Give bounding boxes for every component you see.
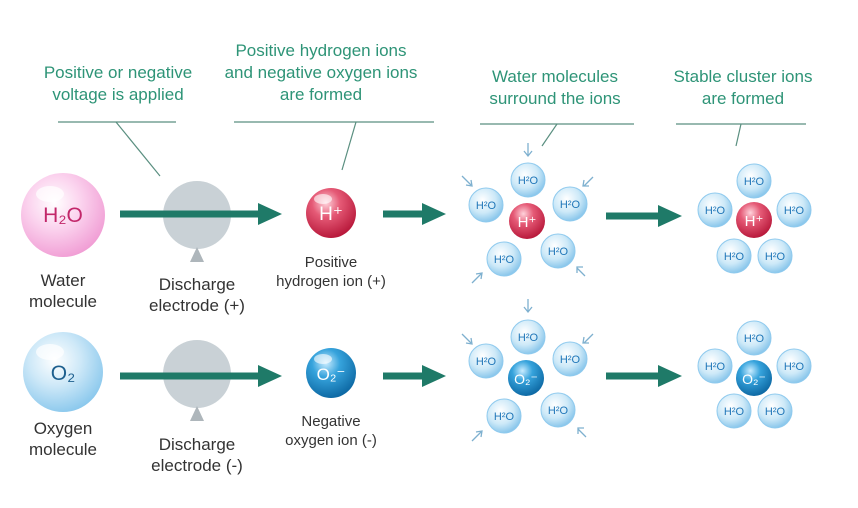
water-bubble: H²O xyxy=(486,398,522,434)
water-bubble: H²O xyxy=(510,162,546,198)
arrow-bottom-3 xyxy=(606,365,682,387)
oxygen-ion: O₂⁻ xyxy=(306,348,356,398)
discharge-electrode-negative-label: Discharge electrode (-) xyxy=(151,435,243,475)
oxygen-ion-cluster: O₂⁻ xyxy=(736,360,772,396)
discharge-electrode-positive-label: Discharge electrode (+) xyxy=(149,275,245,315)
header-step3-line2: surround the ions xyxy=(489,89,621,108)
header-step2-line2: and negative oxygen ions xyxy=(224,63,418,82)
inward-arrows xyxy=(461,299,594,442)
svg-text:H²O: H²O xyxy=(705,361,726,373)
water-bubble: H²O xyxy=(716,238,752,274)
hydrogen-ion-cluster-symbol: H⁺ xyxy=(745,213,764,230)
header-step2: Positive hydrogen ions and negative oxyg… xyxy=(212,40,430,106)
header-step4-line1: Stable cluster ions xyxy=(673,67,813,86)
oxygen-ion-label: Negative oxygen ion (-) xyxy=(285,413,377,449)
oxygen-ion-center: O₂⁻ xyxy=(508,360,544,396)
svg-text:H²O: H²O xyxy=(724,251,745,263)
hydrogen-ion: H⁺ xyxy=(306,188,356,238)
header-step4-line2: are formed xyxy=(701,89,785,108)
hydrogen-ion-center: H⁺ xyxy=(509,203,545,239)
header-step2-line3: are formed xyxy=(279,85,363,104)
svg-text:H²O: H²O xyxy=(744,333,765,345)
water-bubble: H²O xyxy=(468,187,504,223)
oxygen-ion-symbol: O₂⁻ xyxy=(317,365,346,384)
hydrogen-ion-center-symbol: H⁺ xyxy=(518,214,537,231)
oxygen-molecule-label: Oxygen molecule xyxy=(28,419,98,459)
oxygen-ion-cluster-symbol: O₂⁻ xyxy=(742,371,766,387)
header-step1-line2: voltage is applied xyxy=(52,85,184,104)
arrow-bottom-2 xyxy=(383,365,446,387)
water-bubble: H²O xyxy=(486,241,522,277)
svg-text:H²O: H²O xyxy=(705,205,726,217)
water-bubble: H²O xyxy=(552,341,588,377)
water-bubble: H²O xyxy=(697,348,733,384)
svg-text:H²O: H²O xyxy=(724,406,745,418)
water-bubble: H²O xyxy=(716,393,752,429)
header-step2-line1: Positive hydrogen ions xyxy=(235,41,407,60)
header-step1: Positive or negative voltage is applied xyxy=(18,62,218,106)
water-cluster-surround-top: H²O H²O H²O H²O H²O H⁺ xyxy=(461,143,594,284)
water-bubble: H²O xyxy=(540,233,576,269)
svg-text:H²O: H²O xyxy=(784,205,805,217)
water-bubble: H²O xyxy=(468,343,504,379)
water-bubble: H²O xyxy=(757,393,793,429)
discharge-electrode-negative xyxy=(163,340,231,421)
svg-text:H²O: H²O xyxy=(548,246,569,258)
water-bubble: H²O xyxy=(540,392,576,428)
svg-text:H²O: H²O xyxy=(560,354,581,366)
header-step3: Water molecules surround the ions xyxy=(460,66,650,110)
oxygen-ion-center-symbol: O₂⁻ xyxy=(514,371,538,387)
header-step1-line1: Positive or negative xyxy=(43,63,193,82)
water-bubble: H²O xyxy=(697,192,733,228)
water-bubble: H²O xyxy=(552,186,588,222)
water-molecule-label: Water molecule xyxy=(28,271,98,311)
arrow-top-3 xyxy=(606,205,682,227)
hydrogen-ion-cluster: H⁺ xyxy=(736,202,772,238)
arrow-top-2 xyxy=(383,203,446,225)
svg-text:H²O: H²O xyxy=(518,175,539,187)
svg-text:H²O: H²O xyxy=(784,361,805,373)
svg-text:H²O: H²O xyxy=(494,411,515,423)
water-bubble: H²O xyxy=(757,238,793,274)
water-molecule: H₂O xyxy=(21,173,105,257)
water-bubble: H²O xyxy=(510,319,546,355)
svg-text:H²O: H²O xyxy=(765,406,786,418)
svg-text:H²O: H²O xyxy=(476,200,497,212)
water-bubble: H²O xyxy=(736,163,772,199)
stable-cluster-top: H²O H²O H²O H²O H²O H⁺ xyxy=(697,163,812,274)
svg-text:H²O: H²O xyxy=(494,254,515,266)
svg-text:H²O: H²O xyxy=(765,251,786,263)
header-step3-line1: Water molecules xyxy=(492,67,618,86)
inward-arrows xyxy=(461,143,594,284)
header-connectors xyxy=(58,121,806,177)
oxygen-molecule-symbol: O₂ xyxy=(51,362,76,385)
hydrogen-ion-label: Positive hydrogen ion (+) xyxy=(276,254,386,290)
svg-text:H²O: H²O xyxy=(548,405,569,417)
header-step4: Stable cluster ions are formed xyxy=(648,66,838,110)
water-molecule-symbol: H₂O xyxy=(43,204,83,227)
svg-text:H²O: H²O xyxy=(476,356,497,368)
svg-text:H²O: H²O xyxy=(744,176,765,188)
water-bubble: H²O xyxy=(776,348,812,384)
svg-text:H²O: H²O xyxy=(518,332,539,344)
discharge-electrode-positive xyxy=(163,181,231,262)
water-cluster-surround-bottom: H²O H²O H²O H²O H²O O₂⁻ xyxy=(461,299,594,442)
water-bubble: H²O xyxy=(736,320,772,356)
stable-cluster-bottom: H²O H²O H²O H²O H²O O₂⁻ xyxy=(697,320,812,429)
water-bubble: H²O xyxy=(776,192,812,228)
svg-text:H²O: H²O xyxy=(560,199,581,211)
oxygen-molecule: O₂ xyxy=(23,332,103,412)
hydrogen-ion-symbol: H⁺ xyxy=(319,204,343,225)
arrow-bottom-1 xyxy=(120,365,282,387)
arrow-top-1 xyxy=(120,203,282,225)
